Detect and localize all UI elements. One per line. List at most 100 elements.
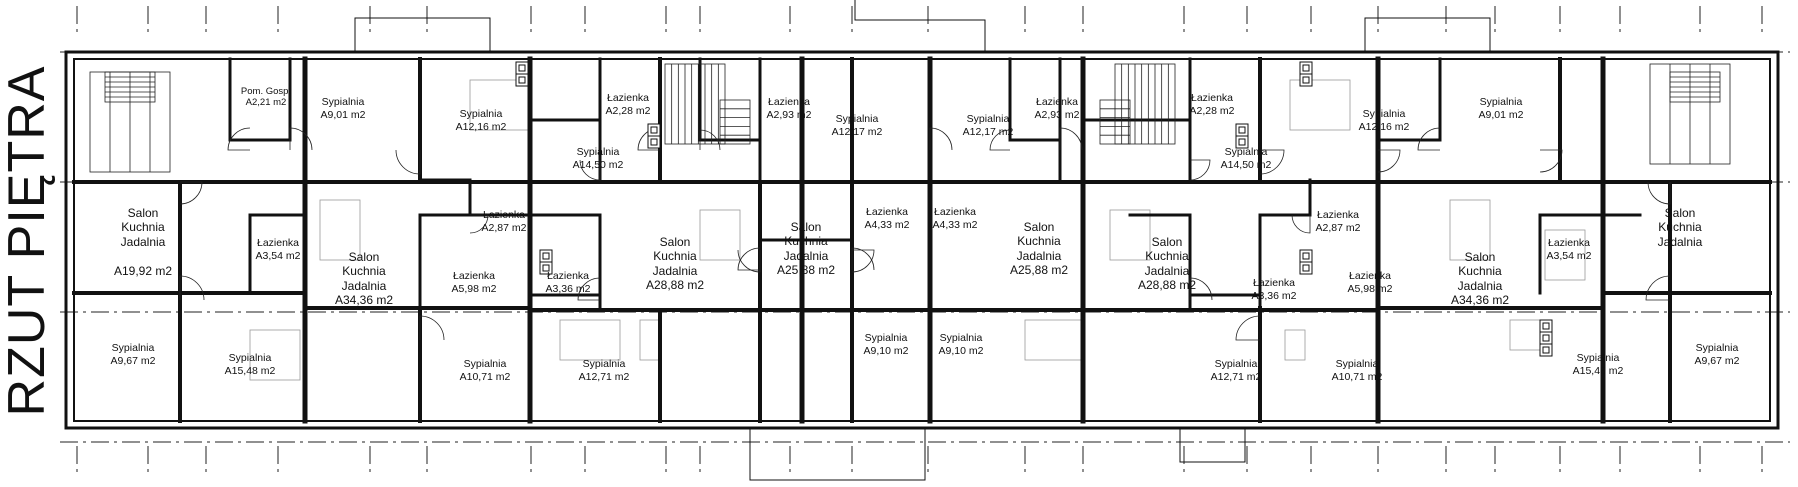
stairs <box>89 63 1731 173</box>
room-label-line: A3,54 m2 <box>1546 249 1592 262</box>
door-swing <box>851 247 875 271</box>
room-label-line: Sypialnia <box>1362 108 1406 120</box>
door-swing <box>737 249 761 273</box>
furniture <box>1289 79 1351 131</box>
stair-outline <box>1114 63 1176 145</box>
room-label-line: Kuchnia <box>121 220 165 235</box>
door-swing <box>1417 127 1441 151</box>
room-label-line: A2,21 m2 <box>245 97 287 109</box>
door-swing <box>1189 159 1211 181</box>
door-swing <box>1539 149 1563 173</box>
door-swing <box>395 149 421 175</box>
furniture <box>1109 209 1151 261</box>
vents <box>515 61 1553 357</box>
stair-outline <box>719 99 751 145</box>
door-swing <box>579 159 601 181</box>
furniture <box>1449 199 1491 261</box>
furniture <box>639 319 661 361</box>
room-label-line: Sypialnia <box>111 342 155 354</box>
ventilation-shaft-inner <box>650 126 658 134</box>
room-label-line: A25,88 m2 <box>776 263 836 278</box>
door-swing <box>1059 127 1083 151</box>
room-label-line: Sypialnia <box>864 332 908 344</box>
ventilation-shaft-inner <box>1302 252 1310 260</box>
room-label-line: Łazienka <box>767 96 811 108</box>
room-label-line: Sypialnia <box>576 146 620 158</box>
room-label-line: Łazienka <box>865 206 909 218</box>
room-label-line: A10,71 m2 <box>1331 370 1383 383</box>
furniture <box>699 209 741 261</box>
room-label-line: Łazienka <box>1547 237 1591 249</box>
room-label-line: Sypialnia <box>1695 342 1739 354</box>
door-swing <box>419 315 445 341</box>
room-label-line: Sypialnia <box>835 113 879 125</box>
room-label-line: A3,36 m2 <box>1251 289 1297 302</box>
room-label-line: A28,88 m2 <box>1137 278 1197 293</box>
room-label-line: A2,28 m2 <box>605 104 651 117</box>
stair-outline <box>664 63 726 145</box>
room-label-line: Salon <box>348 250 380 264</box>
room-label-line: Kuchnia <box>653 249 697 264</box>
wall <box>73 58 1771 422</box>
page-title: RZUT PIĘTRA <box>0 65 56 417</box>
room-label-line: A15,48 m2 <box>1572 364 1624 377</box>
room-label-line: A12,16 m2 <box>1358 120 1410 133</box>
room-label-line: Łazienka <box>1316 209 1360 221</box>
room-label-line: Sypialnia <box>966 113 1010 125</box>
door-swing <box>1189 277 1213 301</box>
room-label-line: Sypialnia <box>582 358 626 370</box>
furniture <box>319 199 361 261</box>
room-label-line: A34,36 m2 <box>334 293 394 308</box>
room-label-line: Sypialnia <box>459 108 503 120</box>
room-label-line: A2,87 m2 <box>481 221 527 234</box>
room-label-line: Sypialnia <box>321 96 365 108</box>
room-label-line: Łazienka <box>606 92 650 104</box>
door-swing <box>577 277 601 301</box>
room-label-line: Salon <box>1664 206 1696 220</box>
room-label-line: A34,36 m2 <box>1450 293 1510 308</box>
ventilation-shaft-inner <box>1542 322 1550 330</box>
ventilation-shaft-inner <box>542 264 550 272</box>
door-swing <box>1645 275 1671 301</box>
ventilation-shaft-inner <box>518 64 526 72</box>
room-label-line: Łazienka <box>1035 96 1079 108</box>
room-label-line: Kuchnia <box>784 234 828 249</box>
room-label-line: A9,01 m2 <box>1478 108 1524 121</box>
stair-outline <box>1099 99 1131 145</box>
wall <box>64 50 1780 430</box>
room-label-line <box>114 249 172 263</box>
door-swing <box>1647 181 1671 205</box>
ventilation-shaft-inner <box>542 252 550 260</box>
walls <box>64 0 1780 481</box>
room-label-line: Łazienka <box>933 206 977 218</box>
room-label-line: A10,71 m2 <box>459 370 511 383</box>
room-label-line: Sypialnia <box>228 352 272 364</box>
door-swing <box>699 129 721 151</box>
furniture <box>249 329 301 381</box>
room-label-line: A28,88 m2 <box>645 278 705 293</box>
room-label-line: A5,98 m2 <box>1347 282 1393 295</box>
room-label-line: Łazienka <box>1252 277 1296 289</box>
room-label-line: A9,67 m2 <box>1694 354 1740 367</box>
room-label-line: A19,92 m2 <box>113 263 173 278</box>
